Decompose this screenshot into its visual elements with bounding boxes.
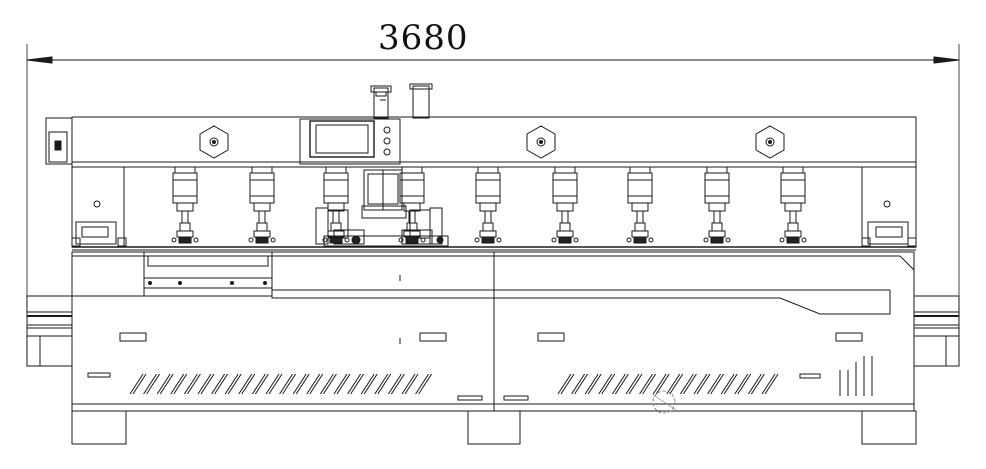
central-drill-heads: [315, 169, 449, 247]
vent-slot: [129, 373, 147, 395]
vent-slot: [401, 373, 419, 395]
vent-slot: [333, 373, 351, 395]
overall-dimension-line: [26, 44, 960, 300]
vent-slot: [666, 373, 684, 395]
tool-station: [626, 166, 654, 244]
vent-slot: [306, 373, 324, 395]
top-valve-units: [370, 83, 433, 119]
vent-slot: [761, 373, 779, 395]
vent-slot: [224, 373, 242, 395]
control-panel: [299, 118, 401, 165]
vent-slot: [360, 373, 378, 395]
vent-slot: [625, 373, 643, 395]
vent-slot: [611, 373, 629, 395]
left-recessed-panel: [71, 251, 273, 297]
vent-slot: [347, 373, 365, 395]
vent-slot: [374, 373, 392, 395]
vent-slot: [183, 373, 201, 395]
tool-station: [398, 166, 426, 244]
vent-slot: [170, 373, 188, 395]
vent-slot: [251, 373, 269, 395]
right-rail-extension: [913, 295, 960, 367]
guide-rail: [72, 246, 916, 251]
vent-slot: [211, 373, 229, 395]
top-crossbeam: [71, 116, 917, 168]
vent-slot: [387, 373, 405, 395]
vent-slot: [747, 373, 765, 395]
vent-slot: [734, 373, 752, 395]
vent-slot: [265, 373, 283, 395]
vent-slot: [598, 373, 616, 395]
upper-strip: [72, 288, 891, 315]
vent-slot: [707, 373, 725, 395]
vent-slot: [720, 373, 738, 395]
vent-slot: [571, 373, 589, 395]
lower-body-frame: [71, 251, 915, 412]
vent-slot: [143, 373, 161, 395]
tool-station: [551, 166, 579, 244]
hex-nut-1: [199, 125, 229, 159]
vent-slot: [584, 373, 602, 395]
vent-slot: [156, 373, 174, 395]
tool-station: [248, 166, 276, 244]
vent-slot: [557, 373, 575, 395]
tool-station: [171, 166, 199, 244]
vent-slot: [238, 373, 256, 395]
vent-slot: [319, 373, 337, 395]
tool-stations: [171, 166, 807, 244]
vent-slot: [197, 373, 215, 395]
vent-slot: [652, 373, 670, 395]
overall-width-dimension-label: 3680: [378, 18, 469, 58]
bottom-feet: [71, 410, 917, 445]
hex-nut-2: [526, 125, 556, 159]
hex-nut-3: [755, 125, 785, 159]
left-rail-extension: [26, 295, 73, 367]
vent-slots-right: [557, 373, 779, 395]
vent-slot: [292, 373, 310, 395]
body-details: [87, 275, 873, 401]
vent-slot: [415, 373, 433, 395]
tool-station: [474, 166, 502, 244]
tool-station: [322, 166, 350, 244]
tool-station: [703, 166, 731, 244]
tool-station: [779, 166, 807, 244]
right-column: [861, 166, 917, 248]
handle-slots: [119, 332, 863, 342]
vent-slot: [693, 373, 711, 395]
vent-slot: [639, 373, 657, 395]
dashed-marker-circle: [651, 390, 677, 414]
vent-slot: [679, 373, 697, 395]
vent-slots-left: [129, 373, 433, 395]
left-column: [71, 166, 127, 248]
left-side-box: [45, 117, 73, 165]
vent-slot: [279, 373, 297, 395]
